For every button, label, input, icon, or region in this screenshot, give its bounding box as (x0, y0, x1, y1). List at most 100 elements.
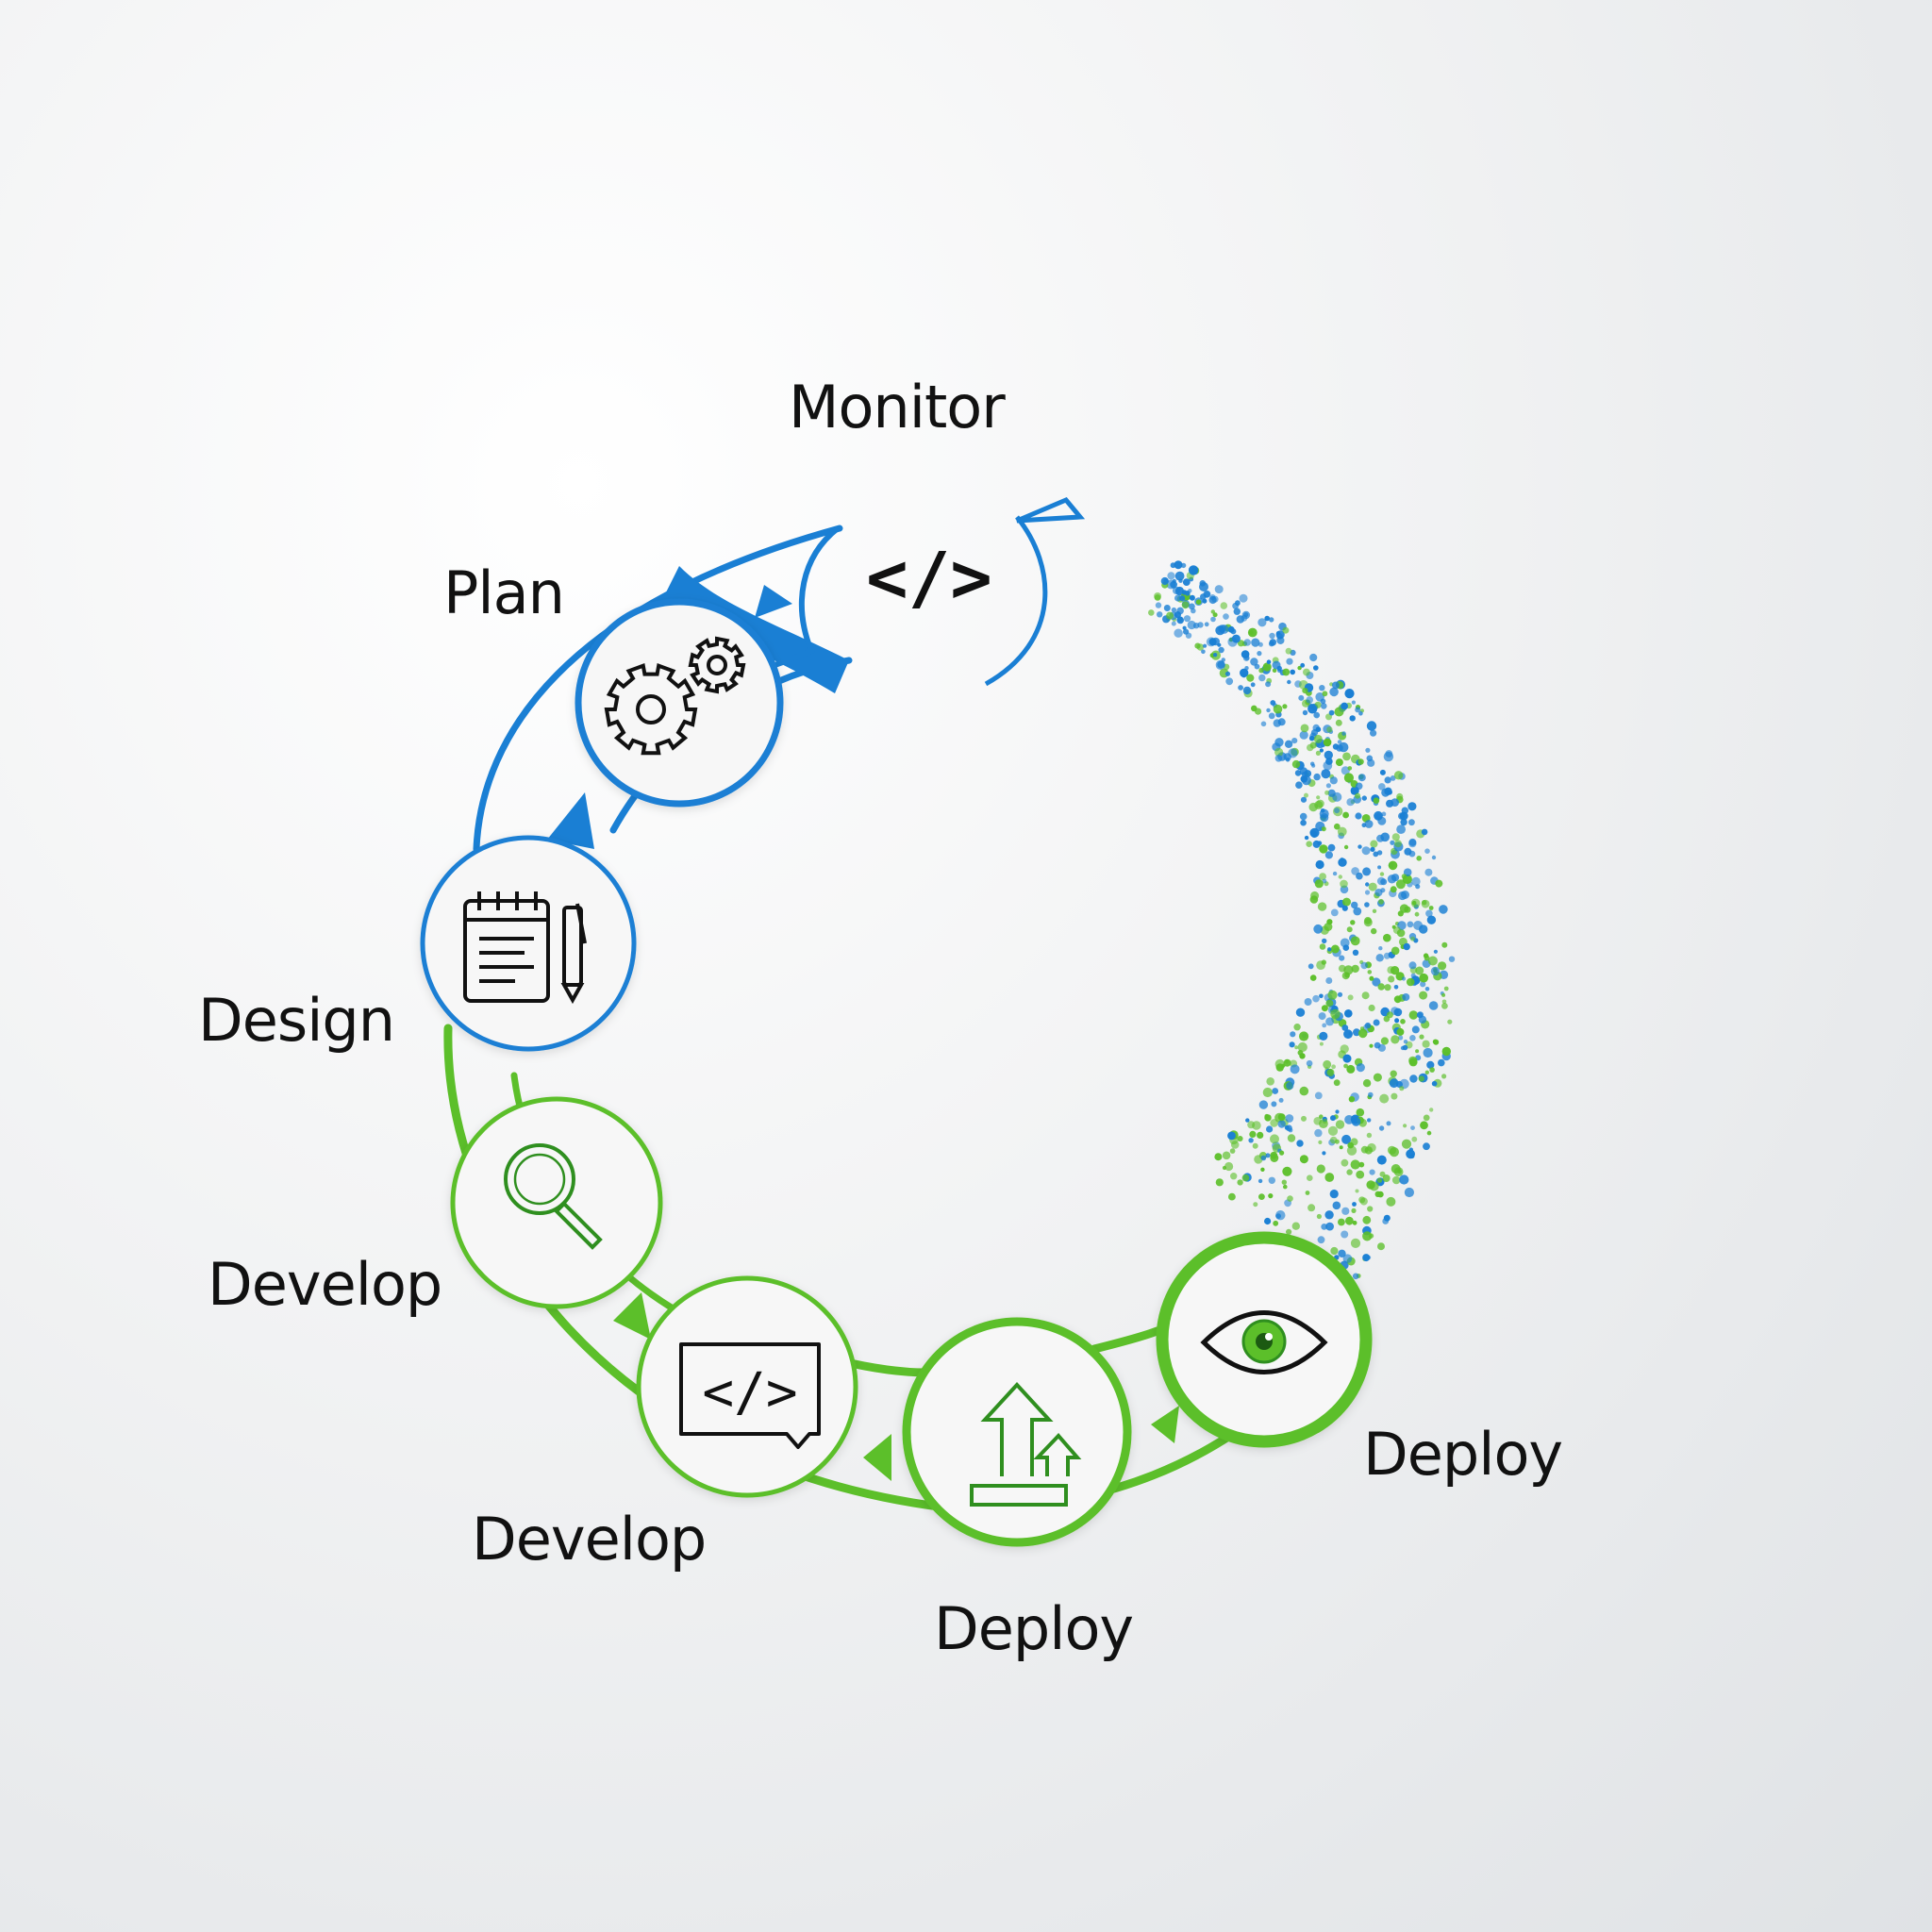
particle-dot (1369, 1169, 1375, 1175)
particle-dot (1176, 607, 1184, 615)
particle-dot (1428, 906, 1434, 910)
particle-dot (1228, 1192, 1236, 1201)
particle-dot (1352, 949, 1359, 956)
particle-dot (1325, 783, 1331, 789)
particle-dot (1356, 1170, 1365, 1179)
particle-dot (1325, 977, 1333, 984)
particle-dot (1402, 993, 1410, 1001)
particle-dot (1248, 1138, 1254, 1143)
particle-dot (1319, 1041, 1324, 1046)
particle-dot (1291, 1222, 1301, 1230)
particle-dot (1241, 1174, 1250, 1182)
particle-dot (1443, 986, 1449, 991)
particle-dot (1327, 843, 1336, 852)
particle-dot (1284, 740, 1293, 748)
particle-dot (1426, 1060, 1435, 1069)
particle-dot (1265, 1153, 1271, 1158)
particle-dot (1241, 614, 1248, 622)
particle-dot (1408, 819, 1415, 826)
particle-dot (1290, 1064, 1300, 1074)
particle-dot (1194, 642, 1201, 649)
particle-dot (1324, 923, 1333, 931)
particle-dot (1335, 1109, 1340, 1114)
particle-dot (1313, 924, 1324, 934)
particle-dot (1426, 1130, 1432, 1136)
particle-dot (1364, 902, 1370, 908)
particle-dot (1347, 766, 1353, 771)
particle-dot (1322, 938, 1327, 944)
particle-dot (1188, 565, 1199, 575)
particle-dot (1315, 859, 1324, 870)
particle-dot (1421, 828, 1428, 836)
particle-dot (1322, 691, 1328, 697)
particle-dot (1403, 942, 1410, 951)
design-node[interactable] (420, 835, 637, 1052)
particle-dot (1269, 617, 1274, 623)
particle-dot (1277, 1120, 1286, 1128)
eye-icon (1200, 1310, 1328, 1374)
svg-text:</>: </> (702, 1362, 797, 1424)
particle-dot (1322, 1151, 1326, 1156)
particle-dot (1148, 609, 1155, 616)
particle-dot (1329, 776, 1338, 785)
particle-dot (1340, 879, 1348, 889)
particle-dot (1366, 755, 1374, 762)
particle-dot (1176, 616, 1183, 623)
particle-dot (1223, 613, 1229, 620)
particle-dot (1185, 632, 1192, 639)
particle-dot (1316, 1213, 1322, 1220)
plan-node[interactable] (575, 598, 784, 808)
particle-dot (1340, 938, 1350, 948)
particle-dot (1438, 1058, 1445, 1067)
particle-dot (1329, 1190, 1339, 1199)
arrowhead-green-bottom (863, 1434, 891, 1481)
particle-dot (1300, 724, 1309, 733)
particle-dot (1195, 599, 1202, 605)
particle-dot (1391, 966, 1400, 975)
particle-dot (1337, 991, 1343, 997)
particle-dot (1351, 1117, 1361, 1126)
particle-dot (1274, 738, 1284, 747)
particle-dot (1318, 1012, 1326, 1021)
particle-dot (1338, 874, 1343, 879)
monitor-node[interactable]: </> (612, 515, 1048, 692)
particle-dot (1428, 1001, 1439, 1010)
particle-dot (1323, 738, 1332, 747)
particle-dot (1260, 721, 1267, 727)
gear-big-hole (636, 694, 666, 724)
particle-dot (1251, 638, 1260, 647)
particle-dot (1410, 898, 1421, 908)
particle-dot (1366, 1132, 1373, 1139)
particle-dot (1399, 1174, 1409, 1185)
particle-dot (1352, 1202, 1357, 1207)
particle-dot (1244, 666, 1249, 671)
particle-dot (1230, 1173, 1238, 1180)
particle-dot (1438, 961, 1447, 971)
particle-dot (1403, 1040, 1408, 1044)
particle-dot (1272, 668, 1277, 673)
gears-icon (604, 636, 746, 756)
particle-dot (1182, 578, 1191, 586)
particle-dot (1313, 1117, 1322, 1125)
particle-dot (1351, 789, 1357, 795)
develop-search-node[interactable] (450, 1096, 663, 1309)
particle-dot (1429, 1067, 1435, 1073)
particle-dot (1287, 1134, 1296, 1142)
particle-dot (1388, 975, 1395, 983)
particle-dot (1448, 956, 1456, 962)
particle-dot (1201, 649, 1206, 655)
particle-dot (1389, 1147, 1399, 1158)
particle-dot (1316, 1164, 1325, 1174)
particle-dot (1307, 963, 1314, 970)
particle-dot (1309, 974, 1317, 981)
particle-dot (1408, 850, 1416, 858)
particle-dot (1243, 639, 1251, 646)
blue-ribbon (660, 566, 849, 693)
deploy-upload-node[interactable] (902, 1317, 1132, 1547)
particle-dot (1332, 1201, 1341, 1210)
particle-dot (1376, 1155, 1387, 1165)
particle-dot (1286, 1081, 1294, 1091)
particle-dot (1214, 585, 1224, 594)
particle-dot (1407, 802, 1417, 811)
